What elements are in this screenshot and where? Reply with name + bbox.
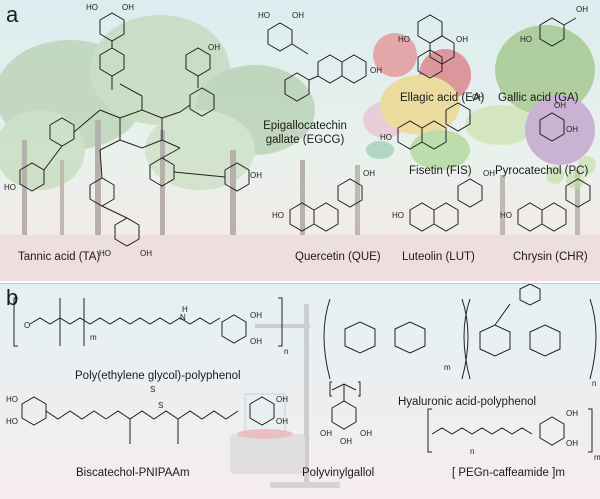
polyvinylgallol-structure bbox=[329, 381, 361, 430]
fisetin-structure bbox=[397, 102, 471, 150]
ta-oh-label: OH bbox=[250, 171, 262, 180]
ga-oh-label: OH bbox=[576, 5, 588, 14]
pvg-oh-label: OH bbox=[320, 429, 332, 438]
compound-name-chr: Chrysin (CHR) bbox=[513, 251, 588, 263]
pc-oh-label: OH bbox=[566, 125, 578, 134]
polymer-name-pegcaf: [ PEGn-caffeamide ]m bbox=[452, 467, 565, 479]
compound-name-ea: Ellagic acid (EA) bbox=[400, 92, 485, 104]
pnipaam-ho-label: HO bbox=[6, 417, 18, 426]
tannic-acid-structure bbox=[19, 12, 250, 247]
gallic-acid-structure bbox=[539, 17, 577, 47]
ha-n-sub-label: n bbox=[592, 379, 596, 388]
peg-oh-label: OH bbox=[250, 337, 262, 346]
panel-b-label: b bbox=[6, 285, 19, 310]
fruits-vegetables-illustration bbox=[363, 25, 596, 189]
peg-oh-label: OH bbox=[250, 311, 262, 320]
chr-ho-label: HO bbox=[500, 211, 512, 220]
compound-name-ta: Tannic acid (TA) bbox=[18, 251, 101, 263]
pnipaam-oh-label: OH bbox=[276, 417, 288, 426]
egcg-ho-label: HO bbox=[258, 11, 270, 20]
forest-illustration bbox=[0, 15, 600, 281]
pnipaam-oh-label: OH bbox=[276, 395, 288, 404]
peg-caffeamide-structure bbox=[427, 408, 593, 453]
hyaluronic-acid-structure bbox=[323, 284, 597, 380]
peg-n-label: N bbox=[180, 313, 186, 322]
panel-a: HO OH OH HO OH OH HO HO OH OH bbox=[0, 0, 600, 281]
pnipaam-structure bbox=[21, 396, 275, 444]
ta-ho-label: HO bbox=[4, 183, 16, 192]
pyrocatechol-structure bbox=[539, 112, 565, 142]
ga-ho-label: HO bbox=[520, 35, 532, 44]
ta-ho-label: HO bbox=[99, 249, 111, 258]
ellagic-acid-structure bbox=[417, 14, 455, 79]
panel-b: O m H N OH OH n m n bbox=[0, 283, 600, 499]
ta-oh-label: OH bbox=[122, 3, 134, 12]
ta-oh-label: OH bbox=[140, 249, 152, 258]
peg-h-label: H bbox=[182, 305, 188, 314]
panel-a-label: a bbox=[6, 2, 19, 27]
ta-oh-label: OH bbox=[208, 43, 220, 52]
egcg-oh-label: OH bbox=[292, 11, 304, 20]
panel-b-artwork: O m H N OH OH n m n bbox=[6, 284, 600, 488]
fis-ho-label: HO bbox=[380, 133, 392, 142]
compound-name-egcg: Epigallocatechin gallate (EGCG) bbox=[263, 120, 347, 146]
compound-name-que: Quercetin (QUE) bbox=[295, 251, 381, 263]
lut-ho-label: HO bbox=[392, 211, 404, 220]
pegcaf-oh-label: OH bbox=[566, 409, 578, 418]
peg-polyphenol-structure bbox=[13, 297, 283, 347]
ea-oh-label: OH bbox=[456, 35, 468, 44]
fis-oh-label: OH bbox=[472, 93, 484, 102]
chrysin-structure bbox=[517, 178, 591, 232]
egcg-structure bbox=[267, 22, 367, 102]
polymer-name-ha: Hyaluronic acid-polyphenol bbox=[398, 396, 537, 408]
compound-name-fis: Fisetin (FIS) bbox=[409, 165, 472, 177]
quercetin-structure bbox=[289, 178, 363, 232]
compound-name-pc: Pyrocatechol (PC) bbox=[495, 165, 589, 177]
peg-o-label: O bbox=[24, 321, 30, 330]
pnipaam-s-label: S bbox=[150, 385, 155, 394]
polymer-name-peg: Poly(ethylene glycol)-polyphenol bbox=[75, 370, 241, 382]
pnipaam-s-label: S bbox=[158, 401, 163, 410]
luteolin-structure bbox=[409, 178, 483, 232]
polymer-name-pnipaam: Biscatechol-PNIPAAm bbox=[76, 467, 190, 479]
ea-ho-label: HO bbox=[398, 35, 410, 44]
egcg-oh-label: OH bbox=[370, 66, 382, 75]
polymer-name-pvg: Polyvinylgallol bbox=[302, 467, 375, 479]
pegcaf-oh-label: OH bbox=[566, 439, 578, 448]
lut-oh-label: OH bbox=[483, 169, 495, 178]
pvg-oh-label: OH bbox=[360, 429, 372, 438]
peg-m-label: m bbox=[90, 333, 97, 342]
compound-name-ga: Gallic acid (GA) bbox=[498, 92, 579, 104]
pc-oh-label: OH bbox=[554, 101, 566, 110]
pegcaf-m-label: m bbox=[594, 453, 600, 462]
peg-n-sub-label: n bbox=[284, 347, 288, 356]
pegcaf-n-sub-label: n bbox=[470, 447, 474, 456]
pnipaam-ho-label: HO bbox=[6, 395, 18, 404]
ha-m-label: m bbox=[444, 363, 451, 372]
ta-ho-label: HO bbox=[86, 3, 98, 12]
pvg-oh-label: OH bbox=[340, 437, 352, 446]
panel-a-artwork: HO OH OH HO OH OH HO HO OH OH bbox=[0, 3, 600, 281]
que-ho-label: HO bbox=[272, 211, 284, 220]
que-oh-label: OH bbox=[363, 169, 375, 178]
compound-name-lut: Luteolin (LUT) bbox=[402, 251, 475, 263]
